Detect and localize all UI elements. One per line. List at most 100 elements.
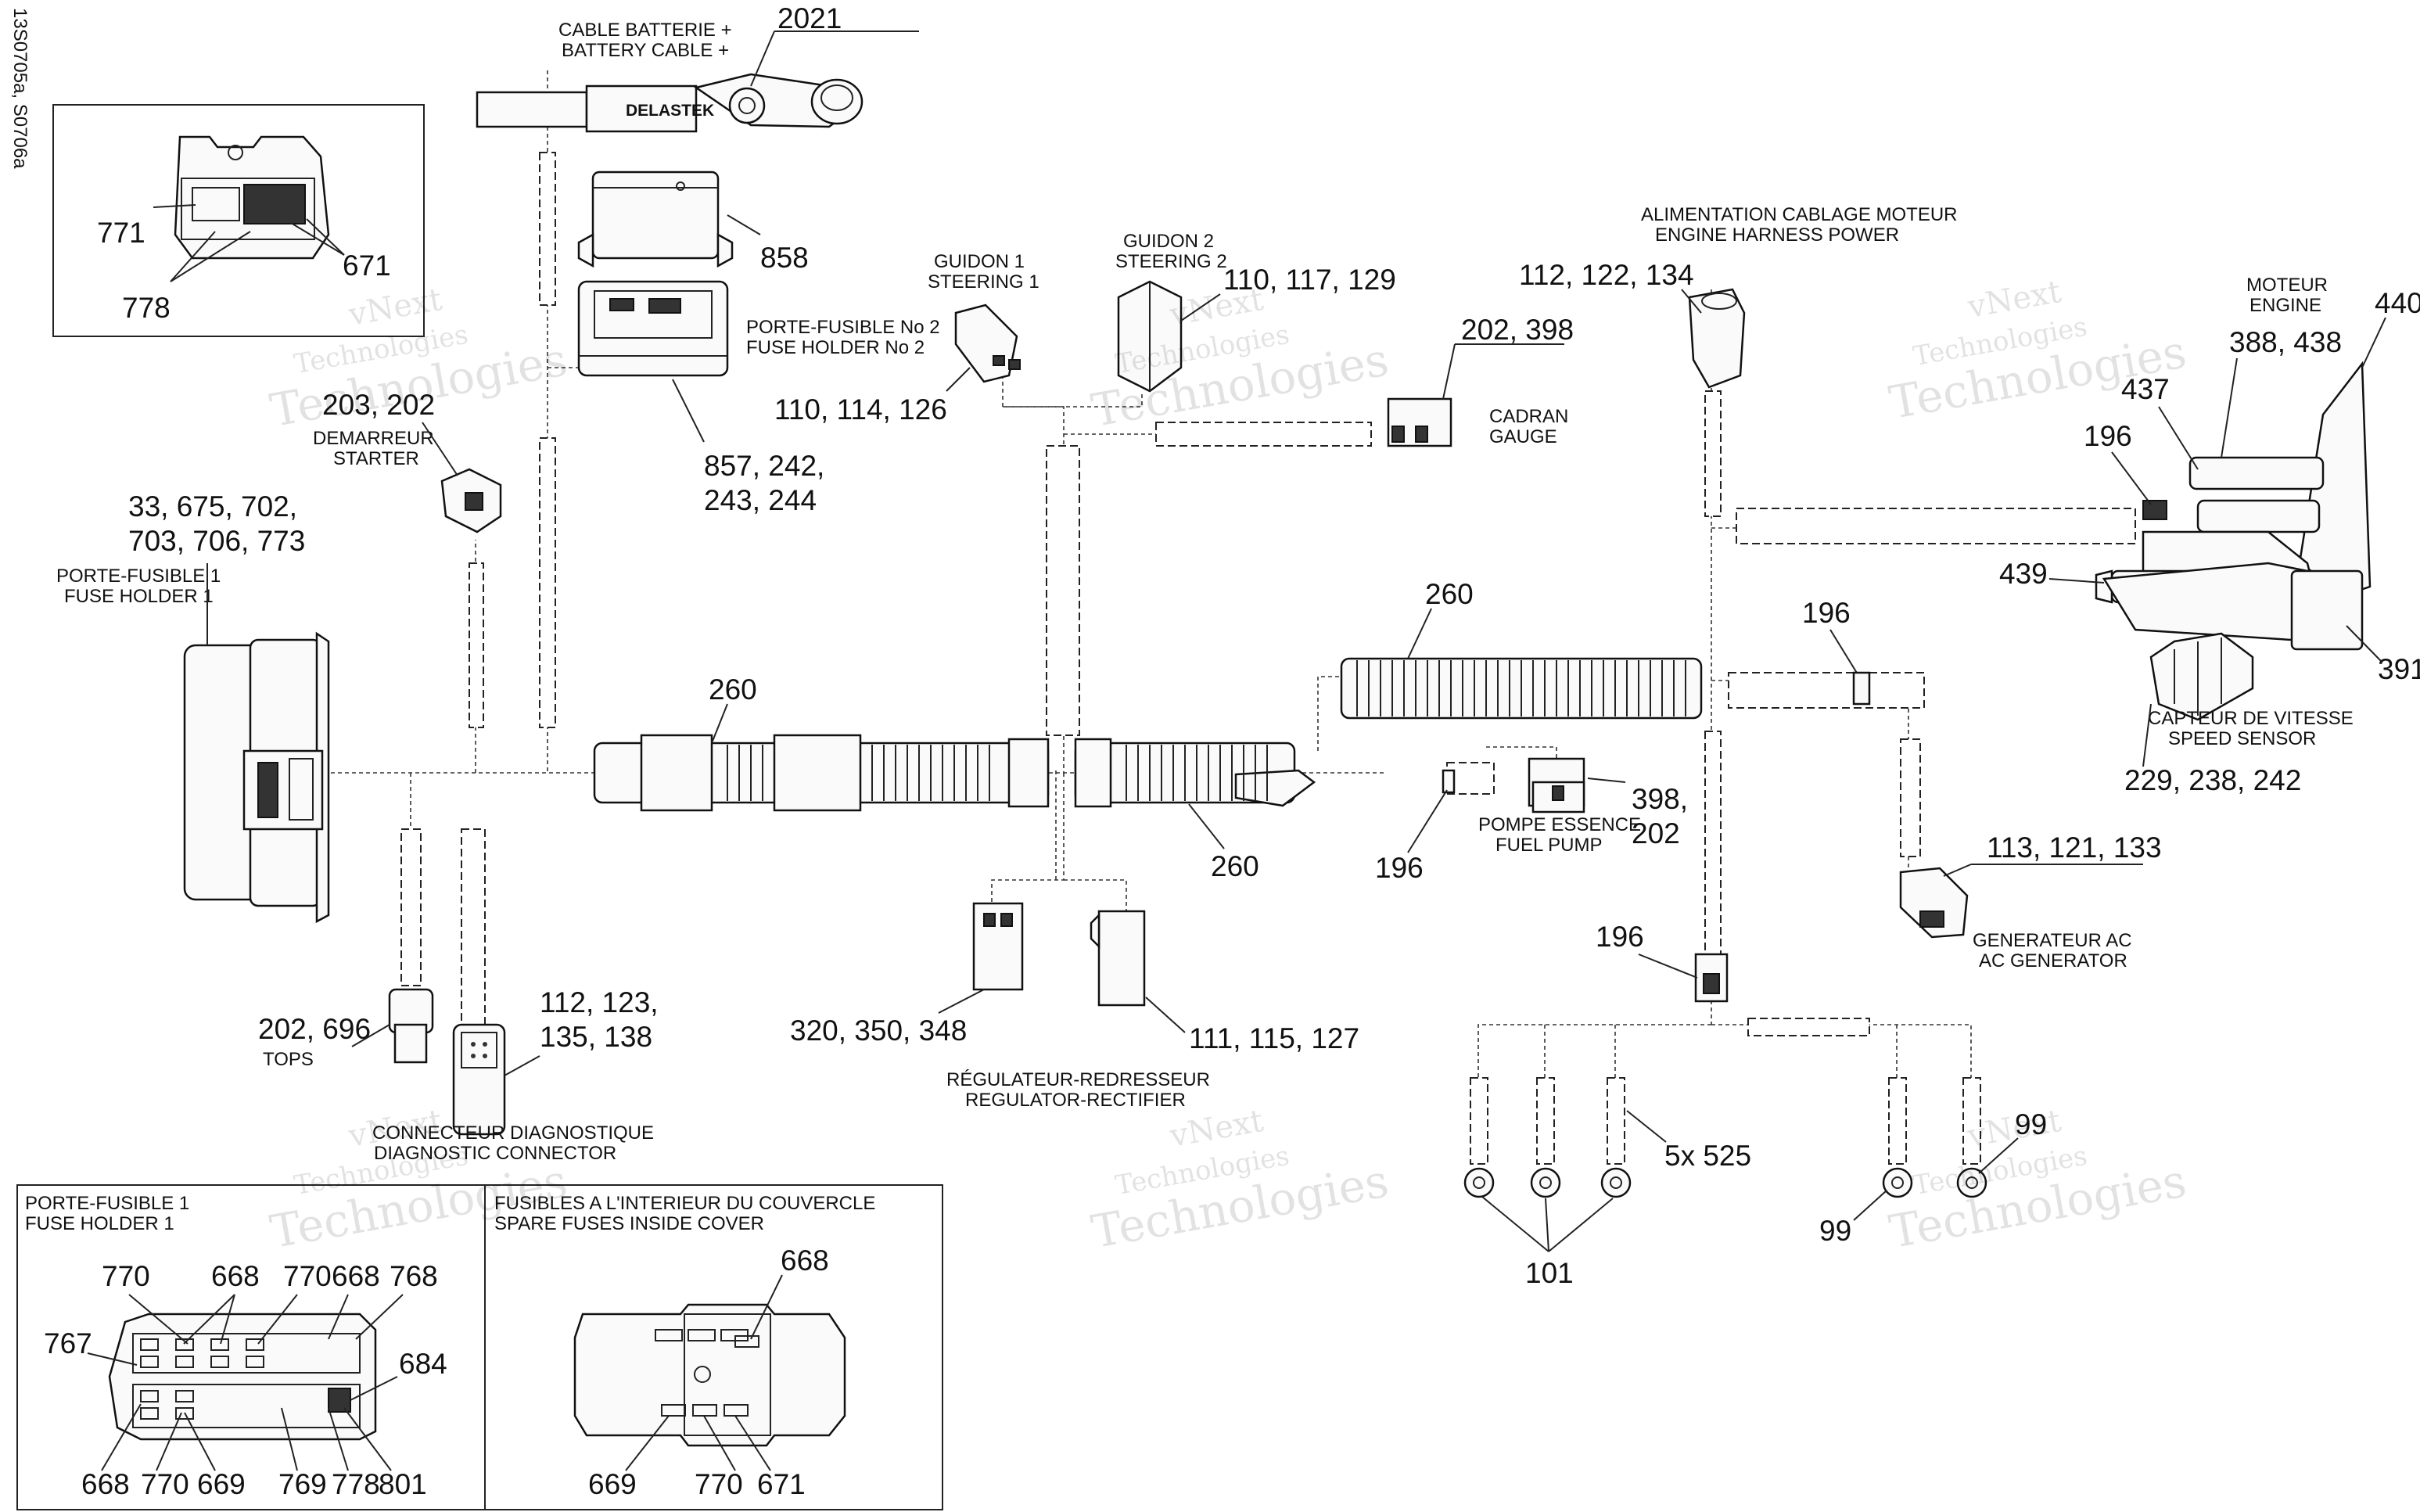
inset-fh1-en: FUSE HOLDER 1 [25, 1213, 174, 1234]
ref-99-left: 99 [1819, 1215, 1851, 1247]
tops-connector: 202, 696 TOPS [258, 988, 434, 1070]
ref-669-spare: 669 [588, 1468, 637, 1500]
ref-439: 439 [1999, 558, 2048, 590]
inset-fh1-bottom-4: 778 [332, 1468, 380, 1500]
starter-en: STARTER [333, 448, 419, 469]
regulator-en: REGULATOR-RECTIFIER [965, 1090, 1186, 1111]
engine-power-connector: ALIMENTATION CABLAGE MOTEUR ENGINE HARNE… [1519, 204, 1958, 389]
ref-202: 202 [1632, 817, 1680, 849]
conduit-lower [1074, 738, 1316, 808]
ref-778: 778 [122, 292, 171, 324]
ref-33-675: 33, 675, 702, [128, 490, 297, 523]
inset-fh1-bottom-3: 769 [278, 1468, 327, 1500]
inset-spare-fr: FUSIBLES A L'INTERIEUR DU COUVERCLE [494, 1193, 875, 1214]
inset-fh1-top-3: 668 [332, 1260, 380, 1292]
battery-cable-brand: DELASTEK [626, 102, 714, 120]
ref-243: 243, 244 [704, 484, 817, 516]
inset-fh1-bottom-5: 801 [379, 1468, 427, 1500]
ref-229-238: 229, 238, 242 [2124, 764, 2301, 796]
regulator-connectors: RÉGULATEUR-REDRESSEUR REGULATOR-RECTIFIE… [790, 902, 1359, 1111]
ref-203-202: 203, 202 [322, 389, 435, 421]
ref-391: 391 [2378, 653, 2420, 685]
speed-sensor-fr: CAPTEUR DE VITESSE [2148, 708, 2354, 729]
ref-196-ground: 196 [1596, 921, 1644, 953]
conduit-main [593, 734, 1050, 812]
ref-99-right: 99 [2015, 1108, 2047, 1140]
ref-196-fuel: 196 [1375, 852, 1424, 884]
ref-101: 101 [1525, 1257, 1574, 1289]
ref-260-right: 260 [1425, 578, 1474, 610]
fuel-pump-connector: POMPE ESSENCE FUEL PUMP 398, 202 196 [1375, 757, 1688, 884]
battery-cable: DELASTEK CABLE BATTERIE + BATTERY CABLE … [476, 2, 919, 133]
ref-440: 440 [2375, 287, 2420, 319]
relay-858: 858 [577, 171, 809, 274]
ref-260-lower: 260 [1211, 850, 1259, 882]
watermark: vNext Technologies Technologies [266, 282, 571, 437]
speed-sensor-en: SPEED SENSOR [2168, 728, 2316, 749]
inset-fh1-bottom-2: 669 [197, 1468, 246, 1500]
ref-398: 398, [1632, 783, 1688, 815]
engine-module: MOTEUR ENGINE 388, 438 440 437 196 439 3… [1999, 275, 2420, 685]
ref-260-main: 260 [709, 673, 757, 706]
ref-135-138: 135, 138 [540, 1021, 652, 1053]
conduit-right [1340, 657, 1703, 720]
ref-671: 671 [343, 250, 391, 282]
engine-fr: MOTEUR [2246, 275, 2328, 296]
ref-771: 771 [97, 217, 145, 249]
ref-437: 437 [2121, 373, 2170, 405]
ref-858: 858 [760, 242, 809, 274]
ac-generator-connector: GENERATEUR AC AC GENERATOR 113, 121, 133 [1899, 831, 2162, 971]
ref-202-696: 202, 696 [258, 1013, 371, 1045]
starter-fr: DEMARREUR [313, 428, 434, 449]
ref-113-121: 113, 121, 133 [1987, 831, 2162, 864]
ac-generator-en: AC GENERATOR [1979, 950, 2127, 971]
inset-fh1-left: 767 [44, 1327, 92, 1359]
steering-1-connector: GUIDON 1 STEERING 1 110, 114, 126 [774, 251, 1039, 426]
fuse-holder-1-body: PORTE-FUSIBLE 1 FUSE HOLDER 1 33, 675, 7… [56, 490, 330, 924]
steering-1-fr: GUIDON 1 [934, 251, 1025, 272]
regulator-fr: RÉGULATEUR-REDRESSEUR [946, 1069, 1210, 1090]
ref-202-398: 202, 398 [1461, 314, 1574, 346]
wire-sleeves [400, 152, 2136, 1165]
diagnostic-en: DIAGNOSTIC CONNECTOR [374, 1143, 616, 1164]
ref-857: 857, 242, [704, 450, 824, 482]
steering-2-connector: GUIDON 2 STEERING 2 110, 117, 129 [1115, 231, 1396, 393]
ref-110-114: 110, 114, 126 [774, 393, 947, 426]
speed-sensor: CAPTEUR DE VITESSE SPEED SENSOR 229, 238… [1802, 597, 2354, 796]
ref-320-350: 320, 350, 348 [790, 1015, 967, 1047]
ref-668-spare: 668 [781, 1244, 829, 1277]
gauge-connector: CADRAN GAUGE 202, 398 [1387, 314, 1574, 447]
inset-fh1-right: 684 [399, 1348, 447, 1380]
fuse-holder-1-en: FUSE HOLDER 1 [64, 586, 214, 607]
inset-fh1-top-4: 768 [390, 1260, 438, 1292]
ref-2021: 2021 [777, 2, 842, 34]
starter-connector: 203, 202 DEMARREUR STARTER [313, 389, 502, 533]
ref-196-engine: 196 [2084, 420, 2132, 452]
engine-en: ENGINE [2249, 295, 2321, 316]
watermark: vNext Technologies Technologies [1885, 1103, 2190, 1259]
inset-fh1-bottom-1: 770 [141, 1468, 189, 1500]
inset-fh1-top-1: 668 [211, 1260, 260, 1292]
ref-111-115: 111, 115, 127 [1189, 1022, 1359, 1054]
ac-generator-fr: GENERATEUR AC [1973, 930, 2132, 951]
engine-power-en: ENGINE HARNESS POWER [1655, 224, 1899, 246]
fuel-pump-en: FUEL PUMP [1495, 835, 1602, 856]
ref-112-123: 112, 123, [540, 986, 659, 1018]
engine-power-fr: ALIMENTATION CABLAGE MOTEUR [1641, 204, 1958, 225]
fuse-holder-2: PORTE-FUSIBLE No 2 FUSE HOLDER No 2 857,… [577, 280, 940, 516]
inset-connector-top: 771 778 671 [52, 104, 425, 337]
ref-388-438: 388, 438 [2229, 326, 2342, 358]
ref-112-122: 112, 122, 134 [1519, 259, 1694, 291]
ground-terminals: 196 5x 525 101 99 99 [1463, 921, 2047, 1289]
steering-2-fr: GUIDON 2 [1123, 231, 1214, 252]
inset-fh1-fr: PORTE-FUSIBLE 1 [25, 1193, 189, 1214]
figure-id: 13S0705a, S0706a [9, 8, 31, 169]
tops-label: TOPS [263, 1049, 314, 1070]
inset-fh1-top-0: 770 [102, 1260, 150, 1292]
steering-1-en: STEERING 1 [928, 271, 1039, 293]
gauge-fr: CADRAN [1489, 406, 1568, 427]
ref-703-706: 703, 706, 773 [128, 525, 305, 557]
ref-110-117: 110, 117, 129 [1223, 264, 1396, 296]
inset-fuse-holder-1: PORTE-FUSIBLE 1 FUSE HOLDER 1 770 668 77… [16, 1184, 486, 1510]
